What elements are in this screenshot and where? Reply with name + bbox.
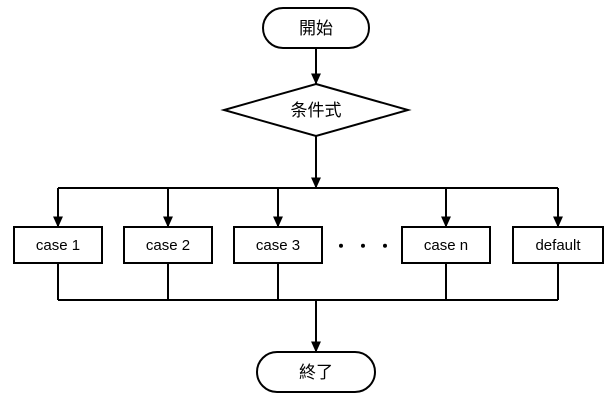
case2-process-shape <box>123 226 213 264</box>
case3-node-label: case 3 <box>256 237 300 254</box>
node-case-n: case n <box>401 226 491 264</box>
case-n-node-label: case n <box>424 237 468 254</box>
start-terminator-shape <box>262 7 370 49</box>
node-start: 開始 <box>262 7 370 49</box>
start-node-label: 開始 <box>299 19 333 38</box>
ellipsis-dots: ・・・ <box>333 239 399 256</box>
end-terminator-shape <box>256 351 376 393</box>
node-default: default <box>512 226 604 264</box>
end-node-label: 終了 <box>299 363 333 382</box>
flow-edges <box>53 48 563 353</box>
node-end: 終了 <box>256 351 376 393</box>
node-case1: case 1 <box>13 226 103 264</box>
default-process-shape <box>512 226 604 264</box>
case-n-process-shape <box>401 226 491 264</box>
case3-process-shape <box>233 226 323 264</box>
condition-node-label: 条件式 <box>291 101 342 120</box>
case1-node-label: case 1 <box>36 237 80 254</box>
node-case3: case 3 <box>233 226 323 264</box>
node-case2: case 2 <box>123 226 213 264</box>
node-condition: 条件式 <box>220 82 412 138</box>
case2-node-label: case 2 <box>146 237 190 254</box>
condition-decision-shape <box>220 82 412 138</box>
case1-process-shape <box>13 226 103 264</box>
default-node-label: default <box>535 237 581 254</box>
